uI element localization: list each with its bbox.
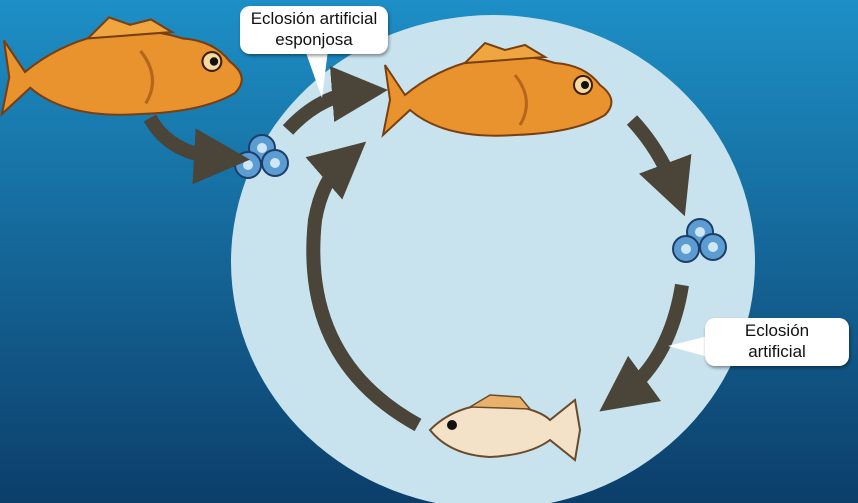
arrow-eggs-to-juvenile xyxy=(599,283,689,412)
callout-artificial-hatching: Eclosión artificial xyxy=(705,318,849,366)
arrow-parent-to-eggs xyxy=(143,114,250,185)
juvenile-fish xyxy=(428,394,582,462)
callout-text: Eclosión artificial xyxy=(744,321,810,361)
arrow-adult-to-eggs xyxy=(626,115,692,217)
callout-pointer-2 xyxy=(668,335,712,358)
arrow-juvenile-to-adult xyxy=(305,141,422,432)
arrow-eggs-to-adult xyxy=(282,66,388,135)
callout-text: Eclosión artificial esponjosa xyxy=(250,9,378,49)
callout-sponge-hatching: Eclosión artificial esponjosa xyxy=(240,6,388,54)
callout-pointer-1 xyxy=(305,50,328,98)
cycle-arrows xyxy=(143,66,692,432)
